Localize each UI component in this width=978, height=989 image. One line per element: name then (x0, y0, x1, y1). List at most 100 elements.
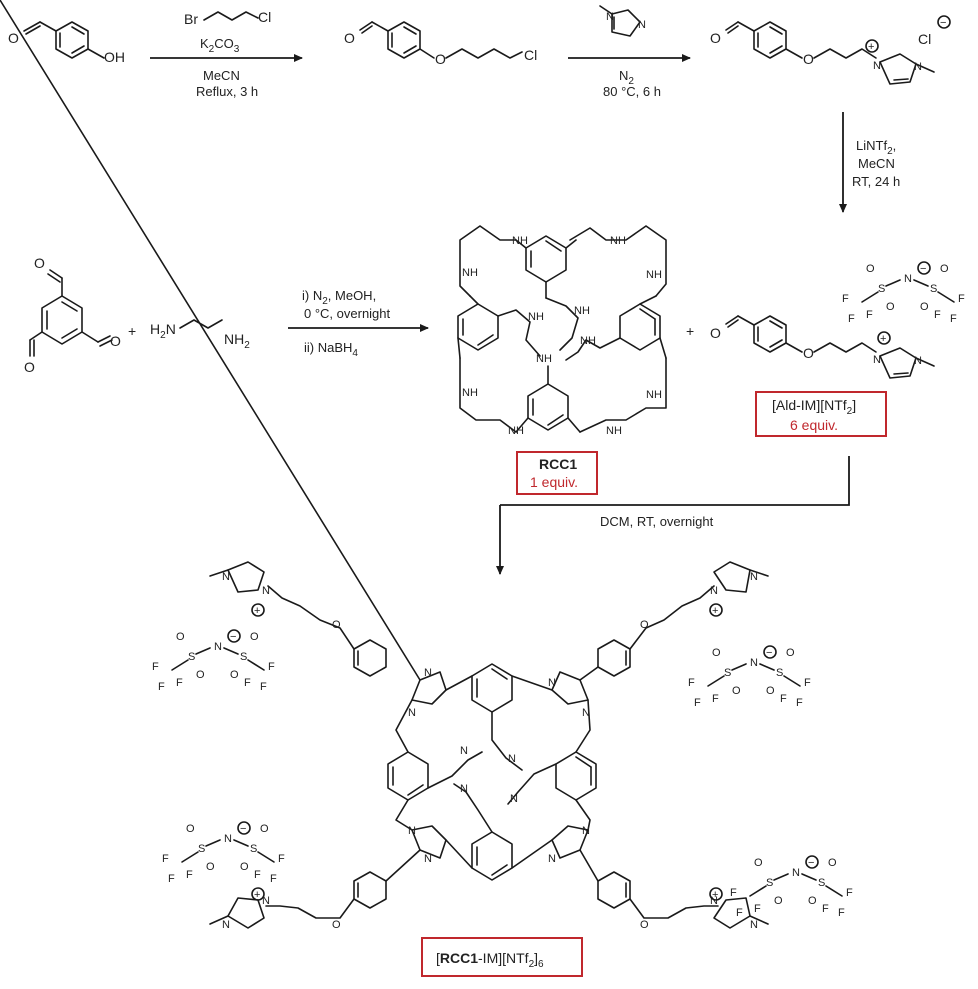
svg-text:N: N (914, 61, 922, 73)
svg-text:O: O (710, 30, 721, 46)
svg-text:F: F (842, 293, 849, 305)
svg-text:F: F (838, 907, 845, 919)
svg-text:O: O (344, 30, 355, 46)
svg-text:O: O (866, 263, 875, 275)
svg-text:N: N (460, 783, 468, 795)
svg-text:NH: NH (508, 425, 524, 437)
svg-text:−: − (920, 263, 926, 275)
svg-text:O: O (803, 51, 814, 67)
product-structure: N N N N N N N N N N N N O O O O N N N N … (0, 0, 769, 931)
svg-text:N: N (222, 571, 230, 583)
svg-text:F: F (866, 309, 873, 321)
svg-text:NH2: NH2 (224, 331, 250, 351)
svg-text:O: O (754, 857, 763, 869)
svg-text:O: O (250, 631, 259, 643)
svg-text:S: S (878, 283, 885, 295)
rcc1-label-box (516, 451, 598, 495)
svg-text:O: O (186, 823, 195, 835)
step5-connector (500, 456, 850, 506)
step1-reagent-structure: Br Cl (184, 9, 271, 27)
step1-solvent: MeCN (203, 68, 240, 83)
aldehyde-oxygen-label: O (8, 30, 19, 46)
svg-text:S: S (188, 651, 195, 663)
svg-text:N: N (262, 895, 270, 907)
plus-2: + (686, 323, 694, 339)
svg-text:N: N (582, 825, 590, 837)
svg-text:S: S (250, 843, 257, 855)
ald-im-name: [Ald-IM][NTf2] (772, 397, 856, 417)
svg-text:F: F (950, 313, 957, 325)
ald-im-equiv: 6 equiv. (790, 417, 838, 433)
svg-text:F: F (244, 677, 251, 689)
svg-text:F: F (254, 869, 261, 881)
svg-text:N: N (222, 919, 230, 931)
svg-text:S: S (818, 877, 825, 889)
svg-text:F: F (934, 309, 941, 321)
product-name: [RCC1-IM][NTf2]6 (436, 950, 544, 970)
svg-text:O: O (712, 647, 721, 659)
svg-text:+: + (254, 889, 260, 901)
svg-text:S: S (240, 651, 247, 663)
svg-text:F: F (712, 693, 719, 705)
svg-text:O: O (230, 669, 239, 681)
svg-text:O: O (940, 263, 949, 275)
svg-text:N: N (710, 895, 718, 907)
imidazolium-chloride-structure: O O N N + Cl − (710, 15, 951, 85)
svg-text:F: F (688, 677, 695, 689)
svg-text:F: F (268, 661, 275, 673)
chloropropoxy-benzaldehyde-structure: O O Cl (344, 21, 537, 67)
svg-text:O: O (110, 333, 121, 349)
hydroxybenzaldehyde-structure: O OH (8, 21, 125, 65)
svg-text:+: + (712, 889, 718, 901)
svg-text:+: + (254, 605, 260, 617)
svg-text:N: N (873, 60, 881, 72)
svg-text:NH: NH (580, 335, 596, 347)
svg-text:F: F (158, 681, 165, 693)
svg-text:S: S (776, 667, 783, 679)
step5-condition: DCM, RT, overnight (600, 514, 714, 529)
step1-base: K2CO3 (200, 36, 240, 55)
svg-text:S: S (930, 283, 937, 295)
trialdehyde-structure: O O O (24, 255, 121, 375)
svg-text:Cl: Cl (258, 9, 271, 25)
svg-text:N: N (606, 11, 614, 23)
step4-line3: ii) NaBH4 (304, 340, 358, 359)
svg-text:O: O (240, 861, 249, 873)
hydroxyl-label: OH (104, 49, 125, 65)
svg-text:NH: NH (610, 235, 626, 247)
product-anion-top-right: S N S O O O O F F F F F F − (688, 645, 811, 709)
svg-text:NH: NH (574, 305, 590, 317)
svg-text:O: O (808, 895, 817, 907)
svg-text:O: O (34, 255, 45, 271)
ald-im-label-box (755, 391, 887, 437)
svg-text:N: N (548, 677, 556, 689)
svg-text:N: N (510, 793, 518, 805)
svg-text:F: F (162, 853, 169, 865)
svg-text:F: F (846, 887, 853, 899)
svg-text:N: N (508, 753, 516, 765)
svg-text:N: N (710, 585, 718, 597)
product-label-box (421, 937, 583, 977)
product-anion-bottom-right: S N S O O O O F F F F F F − (730, 855, 853, 919)
rcc1-equiv: 1 equiv. (530, 474, 578, 490)
svg-text:N: N (904, 273, 912, 285)
svg-text:O: O (920, 301, 929, 313)
svg-text:N: N (638, 19, 646, 31)
svg-text:N: N (460, 745, 468, 757)
svg-text:−: − (240, 823, 246, 835)
svg-text:F: F (168, 873, 175, 885)
plus-1: + (128, 323, 136, 339)
svg-text:F: F (278, 853, 285, 865)
methylimidazole-structure: N N (599, 5, 646, 37)
svg-text:O: O (206, 861, 215, 873)
svg-text:N: N (408, 825, 416, 837)
svg-text:F: F (780, 693, 787, 705)
svg-text:N: N (262, 585, 270, 597)
svg-text:N: N (214, 641, 222, 653)
svg-text:N: N (224, 833, 232, 845)
svg-text:S: S (198, 843, 205, 855)
product-anion-top-left: S N S O O O O F F F F F F − (152, 629, 275, 693)
svg-text:−: − (230, 631, 236, 643)
svg-text:N: N (424, 853, 432, 865)
svg-text:S: S (724, 667, 731, 679)
